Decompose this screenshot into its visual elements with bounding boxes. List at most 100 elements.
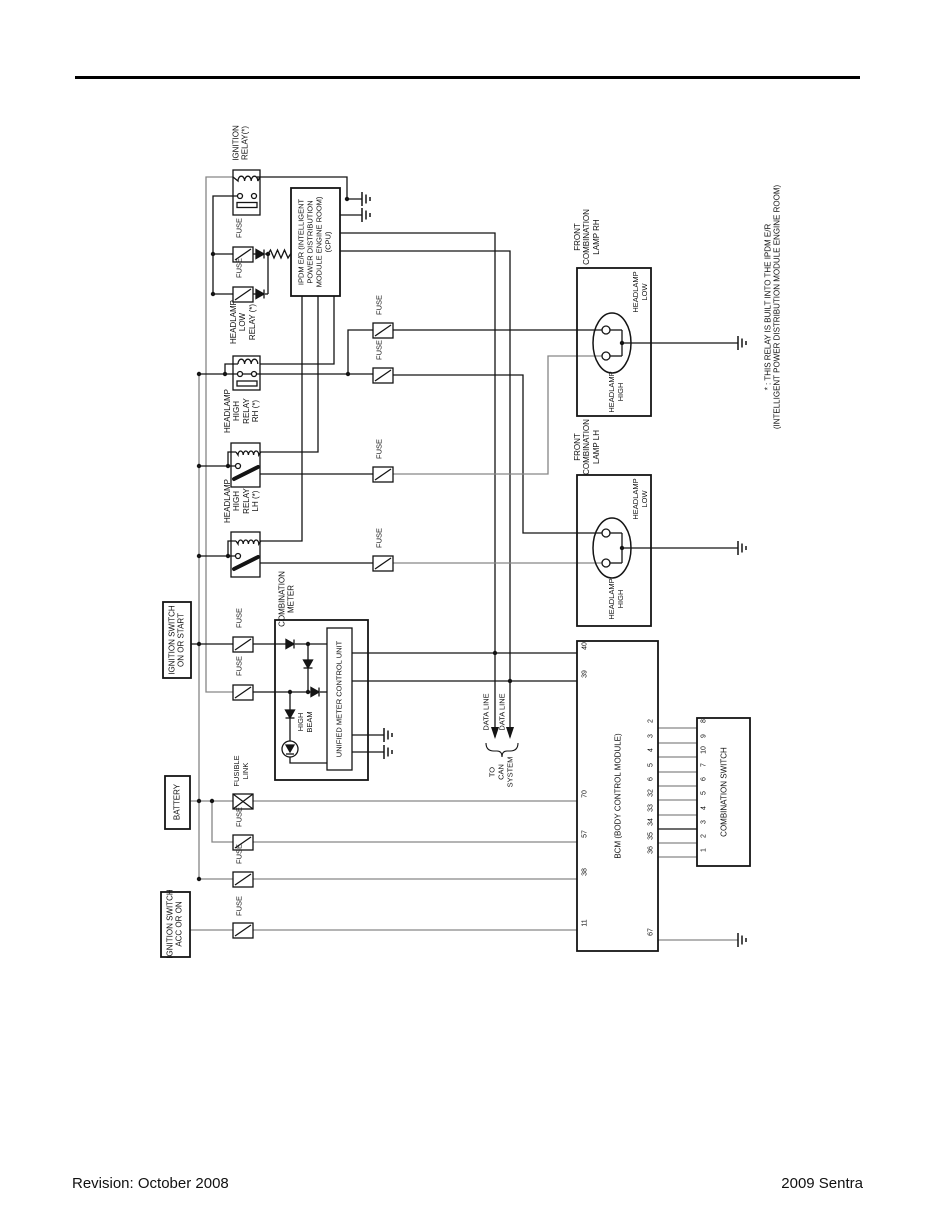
front-lamp-rh-box (576, 267, 652, 417)
component-boxes (160, 187, 751, 958)
ground-symbols (361, 192, 747, 947)
fuse-symbols (232, 246, 394, 939)
high-beam-label: HIGH BEAM (296, 711, 314, 733)
combination-switch-label: COMBINATION SWITCH (719, 747, 729, 837)
switch-pin: 3 (700, 820, 708, 824)
fuse-label: FUSE (374, 294, 384, 316)
switch-pin: 2 (700, 834, 708, 838)
switch-pin: 1 (700, 848, 708, 852)
fuse (372, 555, 394, 572)
front-lamp-lh-box (576, 474, 652, 627)
ground-icon (383, 728, 393, 742)
headlamp-low-relay-symbol (232, 355, 261, 391)
ipdm-label: IPDM E/R (INTELLIGENT POWER DISTRIBUTION… (296, 196, 332, 288)
ground-icon (737, 541, 747, 555)
fuse (372, 367, 394, 384)
relay-note: * : THIS RELAY IS BUILT INTO THE IPDM E/… (763, 184, 782, 430)
fuse-label: FUSE (374, 339, 384, 361)
brace (485, 742, 519, 758)
switch-pin: 9 (700, 734, 708, 738)
lamp-rh-internals (577, 312, 738, 374)
switch-pin: 6 (700, 777, 708, 781)
bcm-label: BCM (BODY CONTROL MODULE) (613, 733, 623, 859)
to-can-system-label: TO CAN SYSTEM (487, 756, 515, 788)
bcm-pin: 6 (647, 777, 655, 781)
ignition-on-start-label: IGNITION SWITCH ON OR START (167, 605, 186, 675)
junction-dots (196, 196, 625, 882)
fuse-label: FUSE (234, 843, 244, 865)
data-line-label: DATA LINE (481, 693, 491, 731)
diode (302, 659, 314, 670)
switch-pin: 4 (700, 806, 708, 810)
lamp-feed-wires (393, 329, 577, 564)
diode (255, 248, 266, 260)
ignition-relay-label: IGNITION RELAY(*) (231, 125, 250, 161)
fuse (232, 871, 254, 888)
fuse-label: FUSE (234, 655, 244, 677)
fuse (372, 322, 394, 339)
ground-icon (737, 933, 747, 947)
diode (285, 638, 296, 650)
ignition-acc-on-box (160, 891, 191, 958)
ignition-acc-on-label: IGNITION SWITCH ACC OR ON (165, 889, 184, 959)
headlamp-low-relay-label: HEADLAMP LOW RELAY (*) (228, 299, 257, 345)
fuse (232, 922, 254, 939)
footer-model: 2009 Sentra (781, 1175, 863, 1192)
fusible-link-label: FUSIBLE LINK (232, 755, 250, 787)
bcm-pin: 70 (581, 790, 589, 798)
bcm-pin: 36 (647, 846, 655, 854)
ground-icon (361, 208, 371, 222)
headlamp-high-relay-rh-symbol (230, 442, 262, 488)
switch-pin: 8 (700, 719, 708, 723)
ignition-on-start-box (162, 601, 192, 679)
headlamp-low-rh-label: HEADLAMP LOW (631, 271, 649, 313)
combination-switch-box (696, 717, 751, 867)
fuse-label: FUSE (374, 527, 384, 549)
headlamp-high-lh-label: HEADLAMP HIGH (607, 578, 625, 620)
bcm-pin: 38 (581, 868, 589, 876)
fuse-label: FUSE (234, 607, 244, 629)
fuse-label: FUSE (234, 895, 244, 917)
headlamp-low-lh-label: HEADLAMP LOW (631, 478, 649, 520)
diode (284, 709, 296, 720)
ignition-relay-symbol (232, 169, 261, 216)
bcm-pin: 32 (647, 789, 655, 797)
bcm-pin: 40 (581, 642, 589, 650)
bcm-pin: 3 (647, 734, 655, 738)
fuse (232, 286, 254, 303)
bcm-switch-wires (658, 727, 738, 941)
battery-box (164, 775, 191, 830)
bcm-pin: 39 (581, 670, 589, 678)
bcm-pin: 5 (647, 763, 655, 767)
ignition-relay-wires (212, 176, 362, 294)
fuse (232, 834, 254, 851)
bcm-pin: 57 (581, 830, 589, 838)
headlamp-high-rh-label: HEADLAMP HIGH (607, 371, 625, 413)
ground-icon (737, 336, 747, 350)
diode-symbols (255, 248, 321, 720)
umcu-box (326, 627, 353, 771)
switch-pin: 7 (700, 763, 708, 767)
switch-pin: 10 (700, 746, 708, 754)
bcm-pin: 35 (647, 832, 655, 840)
fuse-label: FUSE (234, 806, 244, 828)
can-data-lines (340, 232, 511, 737)
header-rule (75, 76, 860, 79)
headlamp-high-relay-lh-label: HEADLAMP HIGH RELAY LH (*) (223, 478, 261, 524)
bcm-pin: 2 (647, 719, 655, 723)
fuse-label: FUSE (234, 217, 244, 239)
bcm-pin: 34 (647, 818, 655, 826)
fuse (372, 466, 394, 483)
headlamp-high-relay-rh-label: HEADLAMP HIGH RELAY RH (*) (223, 388, 261, 434)
combination-meter-label: COMBINATION METER (277, 571, 296, 627)
ipdm-box (290, 187, 341, 297)
footer-revision: Revision: October 2008 (72, 1175, 229, 1192)
bcm-ground-pin: 67 (647, 928, 655, 936)
switch-pin: 5 (700, 791, 708, 795)
fuse (232, 684, 254, 701)
bcm-pin: 4 (647, 748, 655, 752)
low-relay-wires (199, 296, 373, 375)
high-beam-indicator (281, 740, 299, 758)
